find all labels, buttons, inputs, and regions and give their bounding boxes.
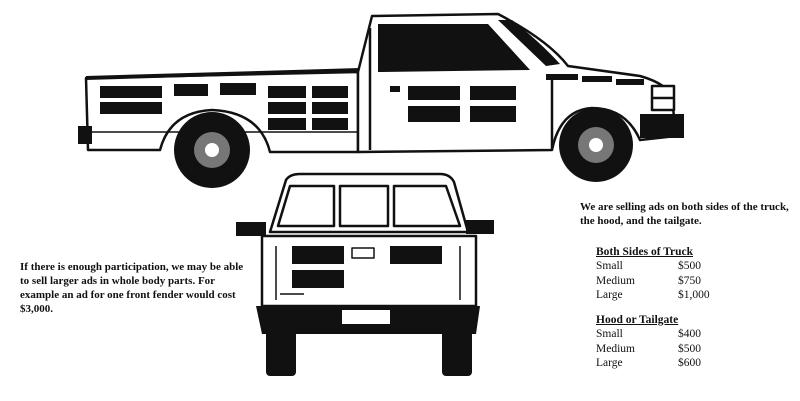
pricing-hood-tailgate: Hood or Tailgate Small $400 Medium $500 … — [596, 313, 736, 371]
rear-bumper — [78, 126, 92, 144]
front-bumper — [640, 114, 684, 138]
size-label: Small — [596, 328, 623, 340]
price-row: Small $500 — [596, 259, 736, 274]
price-row: Medium $500 — [596, 342, 736, 357]
price-row: Large $600 — [596, 356, 736, 371]
size-label: Large — [596, 357, 623, 369]
size-label: Small — [596, 260, 623, 272]
truck-side-view — [78, 12, 684, 188]
pricing-heading: Both Sides of Truck — [596, 246, 694, 258]
size-label: Large — [596, 289, 623, 301]
ads-intro: We are selling ads on both sides of the … — [580, 201, 789, 227]
bed-top-rail — [85, 68, 361, 80]
rear-wheel — [174, 112, 250, 188]
size-label: Medium — [596, 274, 635, 287]
rear-window-left — [276, 184, 336, 228]
size-label: Medium — [596, 342, 635, 355]
price-value: $400 — [678, 328, 701, 340]
price-row: Large $1,000 — [596, 288, 736, 303]
right-mirror — [466, 220, 494, 234]
front-wheel — [559, 108, 633, 182]
price-row: Small $400 — [596, 327, 736, 342]
price-value: $600 — [678, 357, 701, 369]
price-value: $1,000 — [678, 289, 710, 301]
price-row: Medium $750 — [596, 274, 736, 289]
side-window — [378, 24, 530, 72]
pricing-both-sides: Both Sides of Truck Small $500 Medium $7… — [596, 245, 736, 303]
rear-window-center — [338, 184, 390, 228]
pricing-heading: Hood or Tailgate — [596, 314, 679, 326]
windshield — [498, 20, 560, 66]
license-plate — [342, 310, 390, 324]
truck-rear-view — [236, 172, 494, 376]
tailgate-handle — [351, 247, 375, 259]
rear-window-right — [392, 184, 462, 228]
rear-left-tire — [266, 330, 296, 376]
price-value: $500 — [678, 260, 701, 272]
price-value: $750 — [678, 274, 701, 287]
left-mirror — [236, 222, 266, 236]
rear-right-tire — [442, 330, 472, 376]
participation-note: If there is enough participation, we may… — [20, 261, 244, 315]
price-value: $500 — [678, 342, 701, 355]
